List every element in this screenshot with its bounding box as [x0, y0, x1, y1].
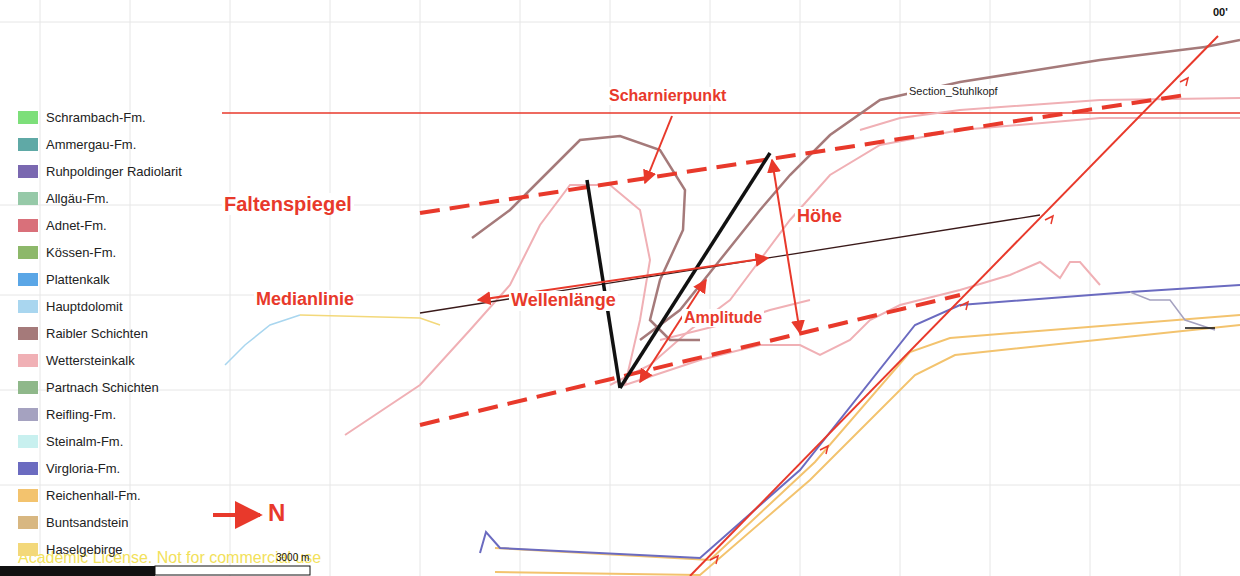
annotation-label: Faltenspiegel: [222, 193, 354, 215]
legend-entry: Ruhpoldinger Radiolarit: [18, 164, 154, 179]
legend-entry: Schrambach-Fm.: [18, 110, 118, 125]
legend-entry: Hauptdolomit: [18, 299, 95, 314]
legend-swatch: [18, 300, 38, 313]
legend-text: Schrambach-Fm.: [46, 110, 146, 125]
legend-text: Partnach Schichten: [46, 380, 159, 395]
legend-text: Virgloria-Fm.: [46, 461, 120, 476]
legend-text: Kössen-Fm.: [46, 245, 116, 260]
annotation-label: Medianlinie: [254, 290, 356, 310]
legend-swatch: [18, 381, 38, 394]
legend-swatch: [18, 111, 38, 124]
section-name: Section_Stuhlkopf: [907, 85, 1000, 97]
legend-swatch: [18, 408, 38, 421]
legend-swatch: [18, 273, 38, 286]
legend-swatch: [18, 219, 38, 232]
annotation-label: Amplitude: [682, 309, 764, 327]
legend-swatch: [18, 192, 38, 205]
legend-swatch: [18, 138, 38, 151]
annotation-label: Höhe: [795, 207, 844, 227]
legend-entry: Kössen-Fm.: [18, 245, 88, 260]
legend-text: Reichenhall-Fm.: [46, 488, 141, 503]
legend-entry: Wettersteinkalk: [18, 353, 107, 368]
annotation-label: Scharnierpunkt: [607, 87, 728, 105]
north-label: N: [268, 500, 285, 526]
legend-text: Ammergau-Fm.: [46, 137, 136, 152]
legend-swatch: [18, 462, 38, 475]
legend-text: Steinalm-Fm.: [46, 434, 123, 449]
legend-swatch: [18, 489, 38, 502]
legend-text: Hauptdolomit: [46, 299, 123, 314]
legend-entry: Plattenkalk: [18, 272, 82, 287]
legend-text: Haselgebirge: [46, 542, 123, 557]
legend-entry: Haselgebirge: [18, 542, 95, 557]
legend-entry: Virgloria-Fm.: [18, 461, 92, 476]
legend-entry: Buntsandstein: [18, 515, 100, 530]
legend-text: Ruhpoldinger Radiolarit: [46, 164, 182, 179]
legend-swatch: [18, 543, 38, 556]
legend-entry: Allgäu-Fm.: [18, 191, 81, 206]
annotation-label: Wellenlänge: [509, 291, 618, 311]
legend-swatch: [18, 165, 38, 178]
legend-text: Allgäu-Fm.: [46, 191, 109, 206]
legend-text: Buntsandstein: [46, 515, 128, 530]
coordinate-label: 00': [1213, 6, 1228, 18]
legend-swatch: [18, 516, 38, 529]
legend-text: Reifling-Fm.: [46, 407, 116, 422]
legend-swatch: [18, 354, 38, 367]
legend-entry: Reifling-Fm.: [18, 407, 88, 422]
legend-text: Plattenkalk: [46, 272, 110, 287]
legend-entry: Ammergau-Fm.: [18, 137, 108, 152]
legend-entry: Steinalm-Fm.: [18, 434, 95, 449]
legend-entry: Raibler Schichten: [18, 326, 120, 341]
legend-entry: Reichenhall-Fm.: [18, 488, 113, 503]
legend-text: Wettersteinkalk: [46, 353, 135, 368]
scale-label: 3000 m: [276, 552, 309, 563]
legend-swatch: [18, 435, 38, 448]
legend-text: Adnet-Fm.: [46, 218, 107, 233]
legend-swatch: [18, 246, 38, 259]
legend-entry: Adnet-Fm.: [18, 218, 79, 233]
legend-text: Raibler Schichten: [46, 326, 148, 341]
legend-entry: Partnach Schichten: [18, 380, 131, 395]
legend-swatch: [18, 327, 38, 340]
